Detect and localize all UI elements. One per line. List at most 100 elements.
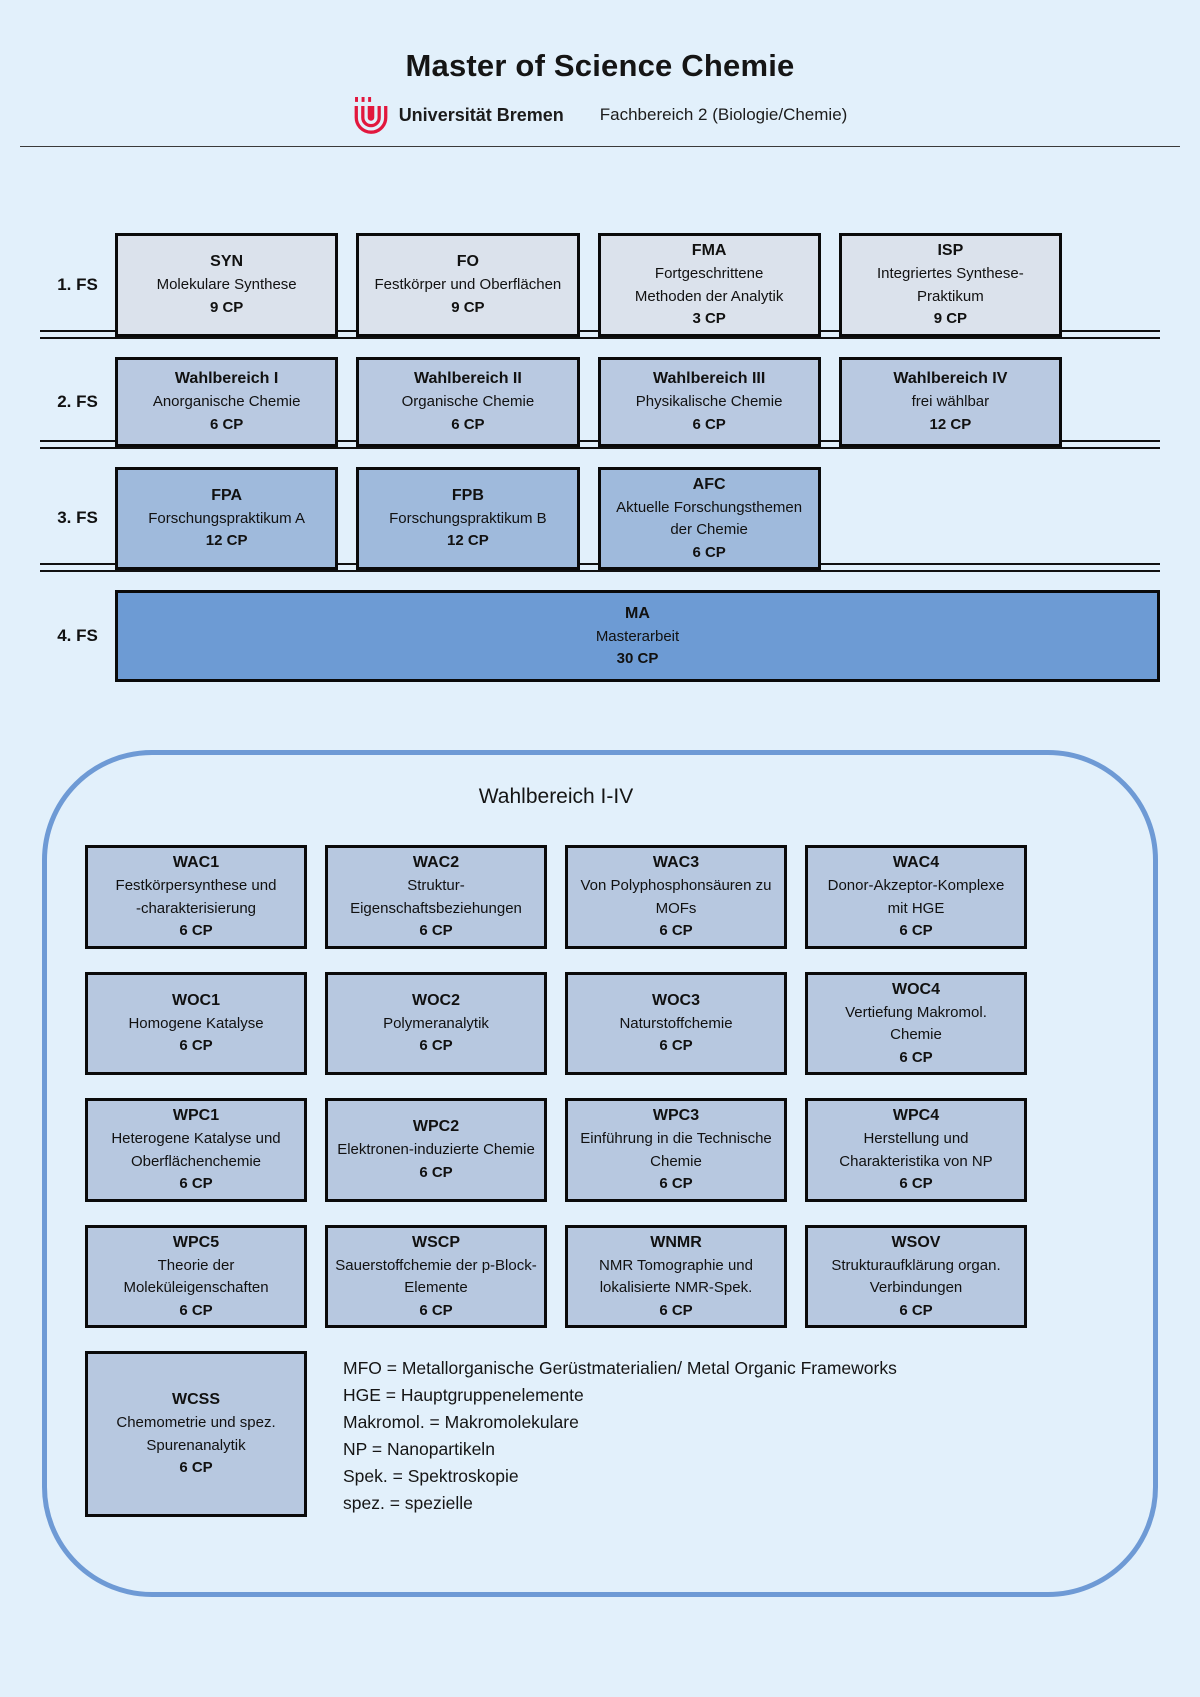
semester-row-1: 1. FS SYN Molekulare Synthese 9 CP FO Fe…: [0, 233, 1200, 339]
semester-4-modules: MA Masterarbeit 30 CP: [115, 590, 1160, 682]
module-code: AFC: [692, 475, 726, 493]
module-cp: 6 CP: [179, 1459, 213, 1477]
module-box-syn: SYN Molekulare Synthese 9 CP: [115, 233, 339, 337]
module-box-wac4: WAC4 Donor-Akzeptor-Komplexe mit HGE 6 C…: [805, 845, 1027, 949]
module-cp: 6 CP: [899, 1301, 933, 1319]
legend-line-spez: spez. = spezielle: [343, 1493, 473, 1513]
semester-row-4: 4. FS MA Masterarbeit 30 CP: [0, 590, 1200, 682]
module-name: Aktuelle Forschungsthemen der Chemie: [616, 498, 803, 539]
module-box-ma: MA Masterarbeit 30 CP: [115, 590, 1160, 682]
semester-3-modules: FPA Forschungspraktikum A 12 CP FPB Fors…: [115, 466, 1062, 570]
module-code: WOC1: [172, 991, 220, 1009]
module-cp: 3 CP: [692, 310, 726, 327]
module-box-woc3: WOC3 Naturstoffchemie 6 CP: [565, 971, 787, 1075]
module-name: Forschungspraktikum A: [148, 509, 305, 527]
legend-line-hge: HGE = Hauptgruppenelemente: [343, 1385, 584, 1405]
page-title: Master of Science Chemie: [405, 48, 795, 83]
module-cp: 6 CP: [659, 1301, 693, 1319]
module-box-fpa: FPA Forschungspraktikum A 12 CP: [115, 466, 339, 570]
module-code: WPC3: [652, 1107, 700, 1124]
module-code: FPA: [211, 486, 243, 504]
module-code: SYN: [210, 253, 244, 271]
module-box-afc: AFC Aktuelle Forschungsthemen der Chemie…: [597, 466, 821, 570]
wahlbereich-title: Wahlbereich I-IV: [478, 785, 634, 808]
module-name: Heterogene Katalyse und Oberflächenchemi…: [111, 1130, 281, 1170]
module-code: WNMR: [650, 1233, 702, 1251]
module-name: Theorie der Moleküleigenschaften: [123, 1256, 269, 1297]
module-cp: 6 CP: [692, 543, 726, 561]
module-box-fpb: FPB Forschungspraktikum B 12 CP: [356, 466, 580, 570]
module-cp: 12 CP: [205, 532, 248, 550]
semester-1-modules: SYN Molekulare Synthese 9 CP FO Festkörp…: [115, 233, 1062, 337]
module-box-wsov: WSOV Strukturaufklärung organ. Verbindun…: [805, 1224, 1027, 1328]
module-name: Von Polyphosphonsäuren zu MOFs: [580, 877, 772, 917]
module-box-woc4: WOC4 Vertiefung Makromol. Chemie 6 CP: [805, 971, 1027, 1075]
legend-line-makromol: Makromol. = Makromolekulare: [343, 1412, 579, 1432]
module-box-fo: FO Festkörper und Oberflächen 9 CP: [356, 233, 580, 337]
module-cp: 9 CP: [451, 298, 485, 316]
module-cp: 6 CP: [659, 1175, 693, 1192]
legend-line-np: NP = Nanopartikeln: [343, 1439, 495, 1459]
module-code: WPC5: [172, 1233, 220, 1251]
module-name: Vertiefung Makromol. Chemie: [845, 1003, 987, 1044]
module-code: ISP: [937, 242, 964, 259]
module-cp: 6 CP: [179, 1037, 213, 1055]
module-code: FPB: [451, 486, 484, 504]
module-box-fma: FMA Fortgeschrittene Methoden der Analyt…: [597, 233, 821, 337]
module-code: WAC4: [892, 854, 940, 871]
module-code: WAC1: [172, 854, 220, 871]
wahlbereich-row-wac: WAC1 Festkörpersynthese und -charakteris…: [85, 845, 1027, 949]
semester-label-2: 2. FS: [57, 391, 98, 411]
semester-2-modules: Wahlbereich I Anorganische Chemie 6 CP W…: [115, 356, 1062, 447]
header-divider: [20, 146, 1180, 147]
semester-row-3: 3. FS FPA Forschungspraktikum A 12 CP FP…: [0, 466, 1200, 572]
module-code: Wahlbereich I: [174, 370, 279, 387]
module-box-woc2: WOC2 Polymeranalytik 6 CP: [325, 971, 547, 1075]
university-name: Universität Bremen: [398, 104, 564, 125]
module-name: Chemometrie und spez. Spurenanalytik: [116, 1414, 276, 1454]
module-cp: 6 CP: [179, 922, 213, 939]
module-code: WPC1: [172, 1107, 220, 1124]
brand-line: Universität Bremen Fachbereich 2 (Biolog…: [0, 94, 1200, 136]
module-cp: 6 CP: [209, 415, 244, 433]
module-name: Anorganische Chemie: [152, 393, 301, 410]
module-name: Polymeranalytik: [383, 1014, 489, 1032]
module-box-wpc2: WPC2 Elektronen-induzierte Chemie 6 CP: [325, 1098, 547, 1202]
module-box-wahlbereich-1: Wahlbereich I Anorganische Chemie 6 CP: [115, 356, 339, 447]
module-name: Integriertes Synthese- Praktikum: [877, 265, 1024, 305]
module-name: Struktur- Eigenschaftsbeziehungen: [350, 877, 522, 917]
uni-bremen-logo-icon: [354, 97, 388, 134]
module-name: Elektronen-induzierte Chemie: [337, 1141, 535, 1159]
module-name: Strukturaufklärung organ. Verbindungen: [831, 1256, 1001, 1297]
module-name: Donor-Akzeptor-Komplexe mit HGE: [827, 877, 1005, 917]
legend-line-mfo: MFO = Metallorganische Gerüstmaterialien…: [343, 1358, 897, 1378]
module-code: WSOV: [891, 1233, 941, 1251]
module-cp: 6 CP: [899, 1048, 933, 1066]
module-name: Festkörper und Oberflächen: [374, 276, 562, 294]
module-box-wac1: WAC1 Festkörpersynthese und -charakteris…: [85, 845, 307, 949]
module-name: Festkörpersynthese und -charakterisierun…: [115, 877, 277, 917]
module-cp: 6 CP: [179, 1301, 213, 1319]
module-name: Naturstoffchemie: [619, 1014, 733, 1032]
module-box-wpc1: WPC1 Heterogene Katalyse und Oberflächen…: [85, 1098, 307, 1202]
module-box-wpc5: WPC5 Theorie der Moleküleigenschaften 6 …: [85, 1224, 307, 1328]
module-code: WOC2: [412, 991, 460, 1009]
module-cp: 6 CP: [419, 1037, 453, 1055]
wahlbereich-row-wcss-legend: WCSS Chemometrie und spez. Spurenanalyti…: [85, 1351, 1027, 1517]
module-cp: 6 CP: [419, 1163, 453, 1181]
module-code: WOC4: [892, 980, 940, 998]
abbreviation-legend: MFO = Metallorganische Gerüstmaterialien…: [325, 1351, 1027, 1517]
module-code: WPC4: [892, 1107, 940, 1124]
module-cp: 6 CP: [659, 922, 693, 939]
module-cp: 6 CP: [692, 415, 726, 433]
module-box-wac2: WAC2 Struktur- Eigenschaftsbeziehungen 6…: [325, 845, 547, 949]
wahlbereich-container: Wahlbereich I-IV WAC1 Festkörpersynthese…: [42, 750, 1158, 1597]
module-name: Einführung in die Technische Chemie: [580, 1130, 772, 1170]
module-box-wscp: WSCP Sauerstoffchemie der p-Block- Eleme…: [325, 1224, 547, 1328]
module-name: Masterarbeit: [595, 627, 680, 645]
module-box-wpc3: WPC3 Einführung in die Technische Chemie…: [565, 1098, 787, 1202]
module-box-wnmr: WNMR NMR Tomographie und lokalisierte NM…: [565, 1224, 787, 1328]
module-cp: 6 CP: [419, 1301, 453, 1319]
module-box-wahlbereich-2: Wahlbereich II Organische Chemie 6 CP: [356, 356, 580, 447]
